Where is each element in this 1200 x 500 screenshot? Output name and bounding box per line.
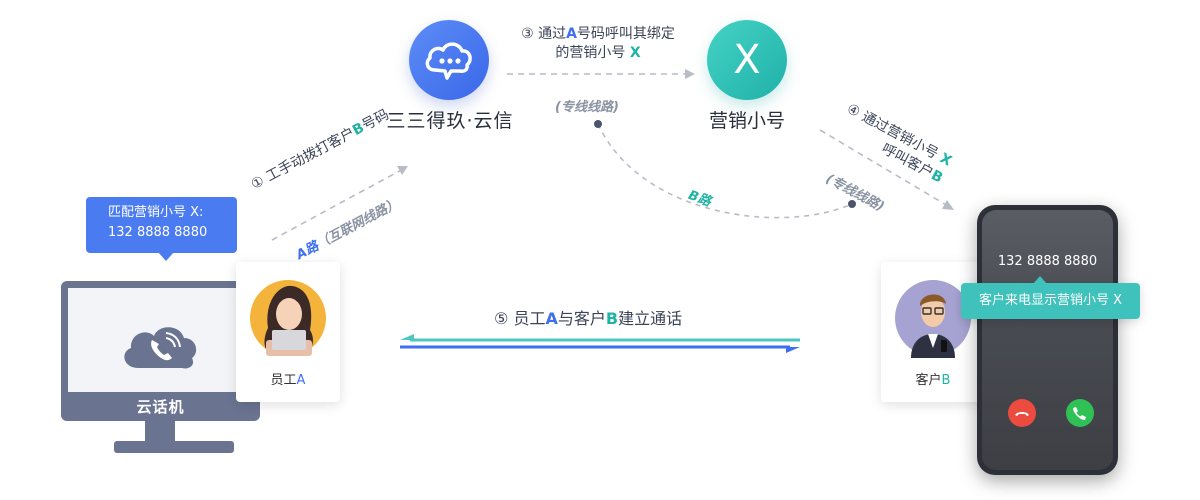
step3-pre: 通过 <box>538 26 567 42</box>
b-route-end-dot <box>848 200 856 208</box>
customer-avatar <box>895 280 971 358</box>
brand-logo-name: 云信 <box>473 110 514 132</box>
step3-note: (专线线路) <box>555 100 619 115</box>
brand-name: 三三得玖·云信 <box>385 106 515 133</box>
phone-screen: 132 8888 8880 <box>982 210 1113 470</box>
arrow-step5-right-head <box>786 347 800 353</box>
step3-num: ③ <box>521 26 534 42</box>
popup-line2: 132 8888 8880 <box>108 225 208 240</box>
step3-text: ③ 通过A号码呼叫其绑定 的营销小号 X <box>508 25 688 63</box>
arrow-step5-left-head <box>400 334 414 340</box>
step5-letter-a: A <box>545 309 558 328</box>
employee-label-prefix: 员工 <box>270 373 297 388</box>
chat-cloud-icon <box>425 42 472 80</box>
arrow-step4 <box>819 129 949 207</box>
monitor-stand-base <box>114 441 234 453</box>
cloud-phone-monitor: 云话机 <box>61 281 260 421</box>
employee-label-letter: A <box>296 373 306 388</box>
popup-pointer <box>158 252 174 261</box>
arrow-step1 <box>271 167 406 241</box>
customer-phone: 132 8888 8880 <box>977 205 1118 475</box>
b-route-start-dot <box>594 120 602 128</box>
yunxin-cloud-logo <box>409 20 489 100</box>
step5-pre: 员工 <box>513 309 546 328</box>
arrow-step1-head <box>397 166 408 175</box>
customer-label-prefix: 客户 <box>915 373 942 388</box>
decline-call-button[interactable] <box>1008 399 1036 427</box>
employee-avatar <box>250 280 326 356</box>
arrow-step4-head <box>942 200 954 210</box>
step5-mid: 与客户 <box>557 309 606 328</box>
step3-x: X <box>629 45 641 61</box>
customer-label: 客户B <box>881 369 985 388</box>
caller-tip-text: 客户来电显示营销小号 X <box>978 293 1123 308</box>
caller-display-tip: 客户来电显示营销小号 X <box>961 276 1140 319</box>
customer-label-letter: B <box>941 373 951 388</box>
caller-tip-pointer <box>1033 276 1047 284</box>
marketing-number-label: 营销小号 <box>708 110 785 132</box>
step3-line2: 的营销小号 <box>555 45 626 61</box>
step3-letter-a: A <box>566 26 577 42</box>
monitor-screen <box>68 288 253 392</box>
step5-post: 建立通话 <box>618 309 683 328</box>
x-logo-text: X <box>733 37 761 83</box>
employee-card: 员工A <box>236 262 340 402</box>
step5-letter-b: B <box>605 309 619 328</box>
employee-label: 员工A <box>236 369 340 388</box>
monitor-label: 云话机 <box>136 398 185 416</box>
phone-caller-number: 132 8888 8880 <box>997 254 1098 269</box>
step5-num: ⑤ <box>494 309 509 328</box>
arrow-step3-head <box>685 69 695 79</box>
popup-line1: 匹配营销小号 X: <box>108 205 204 220</box>
marketing-number-x-logo: X <box>707 20 787 100</box>
hangup-icon <box>1015 412 1029 416</box>
brand-logo-prefix: 三三得玖· <box>386 110 474 132</box>
phone-icon <box>1073 407 1086 420</box>
step3-mid: 号码呼叫其绑定 <box>576 26 675 42</box>
b-route-curve <box>597 123 853 219</box>
step5-text: ⑤ 员工A与客户B建立通话 <box>494 309 682 328</box>
match-number-popup: 匹配营销小号 X: 132 8888 8880 <box>86 197 237 261</box>
accept-call-button[interactable] <box>1066 399 1094 427</box>
cloud-phone-icon <box>124 327 197 369</box>
